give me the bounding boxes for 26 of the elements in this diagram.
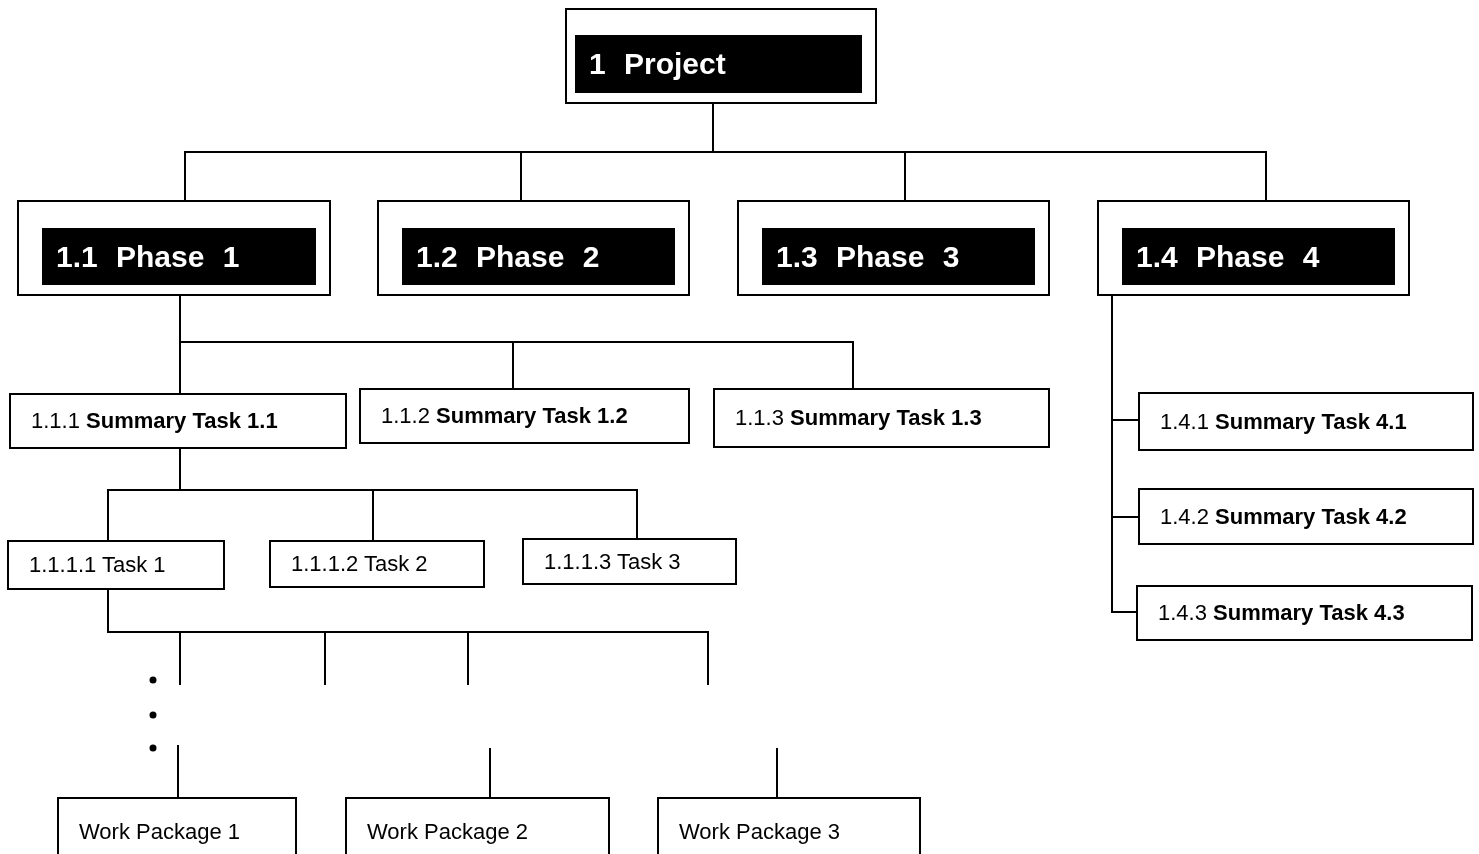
task-box: 1.4.3 Summary Task 4.3 (1136, 585, 1473, 641)
task-box: Work Package 3 (657, 797, 921, 854)
phase-box (737, 200, 1050, 296)
task-box: 1.4.1 Summary Task 4.1 (1138, 392, 1474, 451)
project-title: 1 Project (575, 35, 862, 93)
phase-title: 1.2 Phase 2 (402, 228, 675, 285)
task-box: 1.1.1.3 Task 3 (522, 538, 737, 585)
task-box: 1.1.1 Summary Task 1.1 (9, 393, 347, 449)
connector-line (177, 744, 179, 798)
phase-box (1097, 200, 1410, 296)
task-box: 1.1.2 Summary Task 1.2 (359, 388, 690, 444)
task-box: 1.1.1.2 Task 2 (269, 540, 485, 588)
task-box: 1.4.2 Summary Task 4.2 (1138, 488, 1474, 545)
phase-title: 1.4 Phase 4 (1122, 228, 1395, 285)
task-box: Work Package 2 (345, 797, 610, 854)
phase-title: 1.1 Phase 1 (42, 228, 316, 285)
task-box: 1.1.3 Summary Task 1.3 (713, 388, 1050, 448)
connector-line (1111, 295, 1137, 613)
phase-box (377, 200, 690, 296)
phase-box (17, 200, 331, 296)
task-box: Work Package 1 (57, 797, 297, 854)
connector-line (489, 747, 491, 798)
project-box (565, 8, 877, 104)
task-box: 1.1.1.1 Task 1 (7, 540, 225, 590)
phase-title: 1.3 Phase 3 (762, 228, 1035, 285)
connector-line (776, 747, 778, 798)
